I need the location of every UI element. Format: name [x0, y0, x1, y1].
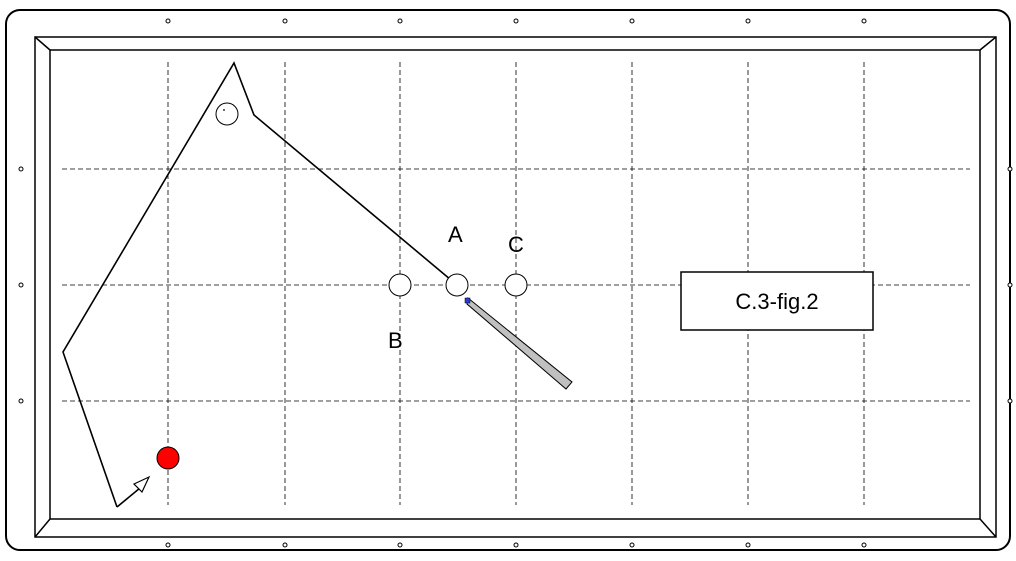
figure-caption: C.3-fig.2: [735, 289, 818, 314]
ball-top-left: [215, 102, 239, 126]
corner-miter: [34, 518, 51, 538]
ball-c: [504, 273, 528, 297]
corner-miter: [34, 36, 51, 51]
diamond-marker: [282, 18, 288, 24]
diamond-marker: [629, 542, 635, 548]
ball-b: [388, 273, 412, 297]
diamond-marker: [745, 18, 751, 24]
ball-a: [445, 273, 469, 297]
diamond-marker: [18, 282, 24, 288]
cushion-inner: [49, 49, 981, 520]
ball-top-left-marker: [223, 109, 225, 111]
cue-ball-path: [62, 61, 458, 508]
diamond-marker: [18, 166, 24, 172]
diamond-marker: [861, 18, 867, 24]
corner-miter: [979, 518, 997, 538]
diamond-marker: [1007, 166, 1013, 172]
diamond-marker: [397, 18, 403, 24]
diamond-marker: [165, 542, 171, 548]
ball-label-b: B: [388, 328, 403, 353]
ball-label-c: C: [508, 232, 524, 257]
object-ball-red: [156, 446, 180, 470]
rail-diamonds: [18, 18, 1013, 548]
diamond-marker: [513, 542, 519, 548]
diamond-marker: [1007, 282, 1013, 288]
cue-stick-icon: [464, 297, 573, 390]
ball-label-a: A: [448, 222, 463, 247]
diamond-marker: [629, 18, 635, 24]
diamond-marker: [513, 18, 519, 24]
cushion-outer: [34, 36, 997, 538]
diamond-marker: [397, 542, 403, 548]
diamond-marker: [282, 542, 288, 548]
diamond-marker: [165, 18, 171, 24]
direction-arrow-icon: [116, 475, 151, 508]
diamond-marker: [1007, 398, 1013, 404]
diamond-marker: [18, 398, 24, 404]
caption-box: [680, 271, 874, 331]
corner-miter: [979, 36, 997, 51]
diamond-marker: [861, 542, 867, 548]
diamond-marker: [745, 542, 751, 548]
